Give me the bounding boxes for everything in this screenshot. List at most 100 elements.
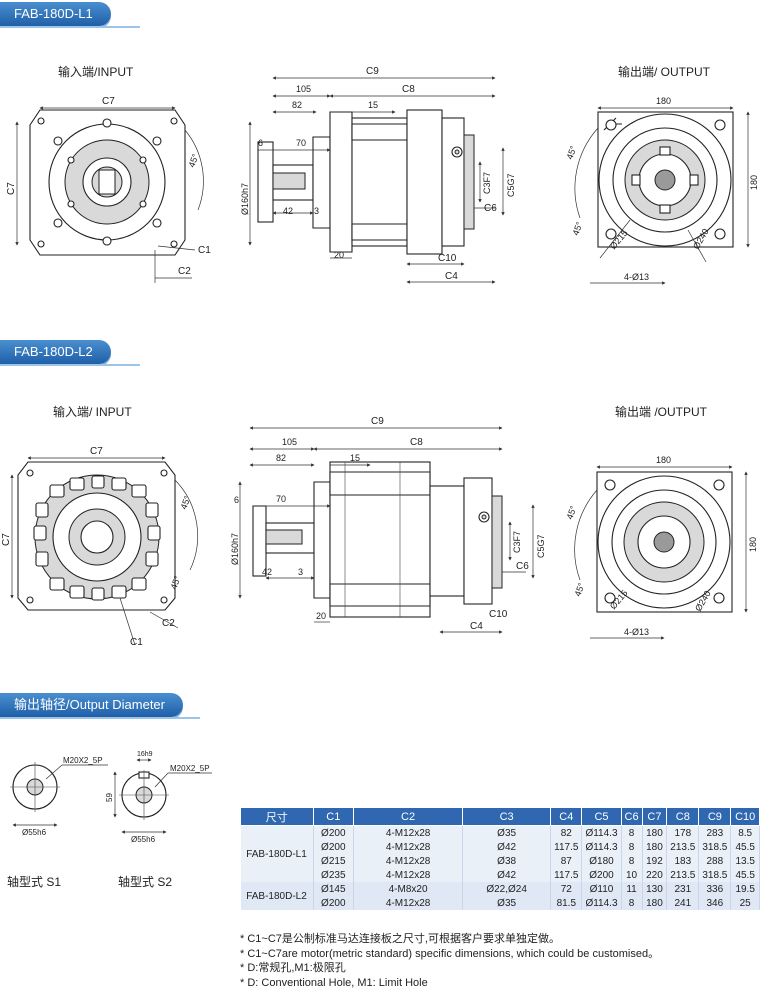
dim-15: 15 bbox=[368, 100, 378, 110]
table-cell: 8 bbox=[621, 840, 643, 854]
dim-c8: C8 bbox=[402, 84, 415, 95]
table-cell: 117.5 bbox=[550, 840, 583, 854]
col-header-c10: C10 bbox=[730, 807, 760, 826]
dim-70-l2: 70 bbox=[276, 494, 286, 504]
col-header-c7: C7 bbox=[641, 807, 668, 826]
shaft-s2-label: 轴型式 S2 bbox=[118, 875, 173, 889]
dim-c4-l2: C4 bbox=[470, 621, 483, 632]
note-4: * D: Conventional Hole, M1: Limit Hole bbox=[240, 976, 428, 989]
spec-table: 尺寸 C1 C2 C3 C4 C5 C6 C7 C8 C9 C10 FAB-18… bbox=[240, 807, 760, 910]
table-cell: Ø114.3 bbox=[581, 896, 622, 910]
table-cell: 231 bbox=[666, 882, 700, 896]
table-cell: 192 bbox=[642, 854, 668, 868]
dim-42: 42 bbox=[283, 206, 293, 216]
table-cell: 8 bbox=[621, 854, 643, 868]
col-header-c3: C3 bbox=[462, 807, 552, 826]
table-cell: 4-M12x28 bbox=[353, 854, 464, 868]
table-cell: 4-M12x28 bbox=[353, 840, 464, 854]
table-cell: Ø200 bbox=[313, 825, 355, 840]
dim-20: 20 bbox=[334, 250, 344, 260]
dim-105: 105 bbox=[296, 84, 311, 94]
dim-45deg-l2b: 45° bbox=[168, 574, 182, 591]
table-cell: Ø114.3 bbox=[581, 825, 622, 840]
side-view-l1: C9 105 C8 82 15 6 70 42 3 20 Ø160h7 C3F7… bbox=[240, 66, 516, 284]
table-cell: 336 bbox=[698, 882, 732, 896]
col-header-c1: C1 bbox=[312, 807, 355, 826]
dim-c2-l2: C2 bbox=[162, 618, 175, 629]
table-cell: Ø180 bbox=[581, 854, 622, 868]
table-cell: 318.5 bbox=[698, 840, 732, 854]
col-header-c2: C2 bbox=[353, 807, 464, 826]
dim-82: 82 bbox=[292, 100, 302, 110]
table-cell: 45.5 bbox=[730, 868, 760, 882]
dim-c9: C9 bbox=[366, 66, 379, 77]
dim-45deg-lower-l2: 45° bbox=[572, 581, 586, 598]
table-cell: 13.5 bbox=[730, 854, 760, 868]
table-cell: 180 bbox=[642, 896, 668, 910]
dim-c5-l2: C5G7 bbox=[536, 534, 546, 558]
dim-c6: C6 bbox=[484, 203, 497, 214]
dim-c5: C5G7 bbox=[506, 173, 516, 197]
dim-45deg-lower: 45° bbox=[570, 220, 584, 237]
shaft-s1-label: 轴型式 S1 bbox=[7, 875, 62, 889]
section-tab-output-diameter: 输出轴径/Output Diameter bbox=[0, 693, 183, 717]
table-cell: 11 bbox=[621, 882, 643, 896]
table-cell: 213.5 bbox=[666, 868, 700, 882]
dim-c6-l2: C6 bbox=[516, 561, 529, 572]
table-cell: 180 bbox=[642, 840, 668, 854]
table-cell: 288 bbox=[698, 854, 732, 868]
dim-45deg-upper: 45° bbox=[564, 144, 578, 161]
table-cell: 45.5 bbox=[730, 840, 760, 854]
dim-c9-l2: C9 bbox=[371, 416, 384, 427]
dim-c7-top-l2: C7 bbox=[90, 446, 103, 457]
table-cell: 8 bbox=[621, 825, 643, 840]
model-cell: FAB-180D-L1 bbox=[240, 825, 314, 882]
table-cell: 4-M12x28 bbox=[353, 825, 464, 840]
model-cell: FAB-180D-L2 bbox=[240, 882, 314, 910]
section-divider bbox=[0, 717, 200, 719]
table-cell: 4-M8x20 bbox=[353, 882, 464, 896]
table-cell: Ø42 bbox=[462, 840, 552, 854]
thread-label-s2: M20X2_5P bbox=[170, 764, 210, 773]
table-cell: Ø215 bbox=[313, 854, 355, 868]
table-cell: Ø22,Ø24 bbox=[462, 882, 552, 896]
input-label-l2: 输入端/ INPUT bbox=[53, 405, 132, 419]
section-tab-fab-180d-l1: FAB-180D-L1 bbox=[0, 2, 111, 26]
table-cell: 87 bbox=[550, 854, 583, 868]
table-cell: Ø114.3 bbox=[581, 840, 622, 854]
dim-c1-l2: C1 bbox=[130, 637, 143, 648]
table-cell: 8 bbox=[621, 896, 643, 910]
table-cell: 283 bbox=[698, 825, 732, 840]
output-view-l1: 180 180 45° 45° Ø215 Ø240 4-Ø13 bbox=[564, 96, 759, 285]
table-cell: 8.5 bbox=[730, 825, 760, 840]
table-cell: Ø35 bbox=[462, 825, 552, 840]
output-view-l2: 180 180 45° 45° Ø215 Ø240 4-Ø13 bbox=[564, 455, 758, 640]
col-header-c9: C9 bbox=[698, 807, 732, 826]
dim-82-l2: 82 bbox=[276, 453, 286, 463]
dim-c10-l2: C10 bbox=[489, 609, 508, 620]
dim-6: 6 bbox=[258, 138, 263, 148]
input-flange-view-l2: C7 C7 45° 45° C2 C1 bbox=[1, 446, 199, 648]
table-cell: 117.5 bbox=[550, 868, 583, 882]
table-cell: 178 bbox=[666, 825, 700, 840]
table-cell: 213.5 bbox=[666, 840, 700, 854]
table-cell: 81.5 bbox=[550, 896, 583, 910]
note-1: * C1~C7是公制标准马达连接板之尺寸,可根据客户要求单独定做。 bbox=[240, 933, 560, 945]
table-cell: Ø200 bbox=[313, 896, 355, 910]
table-cell: Ø42 bbox=[462, 868, 552, 882]
table-cell: 180 bbox=[642, 825, 668, 840]
dim-c8-l2: C8 bbox=[410, 437, 423, 448]
input-label-l1: 输入端/INPUT bbox=[58, 65, 134, 79]
dim-3-l2: 3 bbox=[298, 567, 303, 577]
key-width-label: 16h9 bbox=[137, 751, 153, 758]
table-cell: 346 bbox=[698, 896, 732, 910]
col-header-c5: C5 bbox=[581, 807, 622, 826]
dim-45deg: 45° bbox=[186, 152, 200, 169]
section-tab-fab-180d-l2: FAB-180D-L2 bbox=[0, 340, 111, 364]
table-cell: Ø200 bbox=[581, 868, 622, 882]
table-cell: Ø200 bbox=[313, 840, 355, 854]
dim-20-l2: 20 bbox=[316, 611, 326, 621]
